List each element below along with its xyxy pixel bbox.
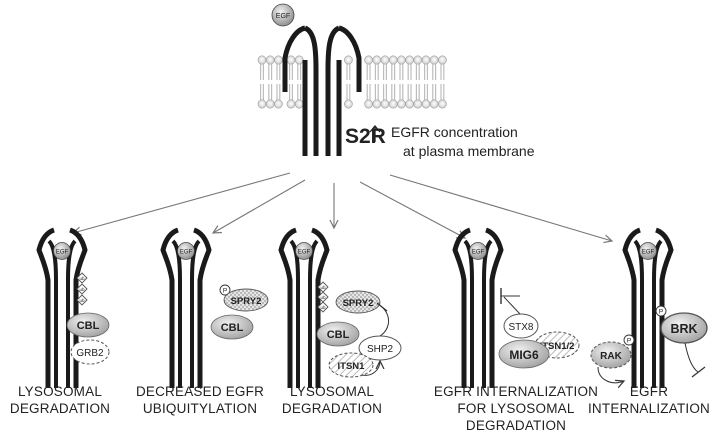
phospholipid bbox=[286, 55, 296, 109]
arrow-up-symbol bbox=[369, 124, 381, 142]
effect-line-1: EGFR concentration bbox=[391, 124, 518, 140]
phospholipid bbox=[294, 55, 304, 109]
caption-panel-2: DECREASED EGFR UBIQUITYLATION bbox=[124, 383, 276, 417]
egf-ligand: EGF bbox=[53, 242, 71, 260]
grb2-protein: GRB2 bbox=[70, 339, 110, 365]
phospholipid bbox=[421, 55, 431, 109]
panel-lysosomal-degradation-2: EGF ub ub ub SPRY2 CBL SHP2 ITSN1 bbox=[281, 230, 402, 388]
svg-text:ub: ub bbox=[79, 298, 85, 303]
caption-line: EGFR bbox=[629, 384, 669, 399]
svg-text:ub: ub bbox=[320, 285, 326, 290]
inhibition-bar bbox=[500, 288, 521, 315]
caption-panel-3: LYSOSOMAL DEGRADATION bbox=[273, 383, 391, 417]
fan-arrows bbox=[73, 172, 612, 241]
svg-text:CBL: CBL bbox=[221, 322, 244, 334]
caption-line: LYSOSOMAL bbox=[17, 384, 103, 399]
phospholipid bbox=[364, 55, 374, 109]
phospholipid bbox=[372, 55, 382, 109]
caption-line: DECREASED EGFR bbox=[135, 384, 265, 399]
top-egf-ligand: EGF bbox=[271, 3, 295, 27]
phospholipid bbox=[265, 55, 275, 109]
svg-text:SPRY2: SPRY2 bbox=[343, 298, 374, 309]
svg-text:ub: ub bbox=[320, 305, 326, 310]
main-receptor bbox=[282, 25, 362, 156]
svg-text:EGF: EGF bbox=[180, 250, 193, 256]
svg-text:CBL: CBL bbox=[77, 320, 100, 332]
svg-text:ub: ub bbox=[79, 276, 85, 281]
phospholipid bbox=[273, 55, 283, 109]
svg-text:CBL: CBL bbox=[327, 329, 350, 341]
itsn1-protein: ITSN1 bbox=[328, 352, 374, 378]
caption-panel-5: EGFR INTERNALIZATION bbox=[585, 383, 713, 417]
s2r-label: S2R bbox=[345, 125, 386, 148]
svg-text:P: P bbox=[223, 288, 227, 295]
phospholipid bbox=[429, 55, 439, 109]
svg-text:RAK: RAK bbox=[600, 351, 622, 362]
svg-text:P: P bbox=[659, 309, 663, 316]
caption-line: INTERNALIZATION bbox=[587, 401, 710, 416]
rak-arrow bbox=[597, 366, 624, 383]
phospholipid bbox=[405, 55, 415, 109]
panel-lysosomal-degradation-1: EGF ub ub ub CBL GRB2 bbox=[39, 230, 110, 388]
phospho-badge: P bbox=[623, 334, 635, 346]
ubiquitin-chain: ub ub ub bbox=[317, 281, 329, 313]
caption-line: LYSOSOMAL bbox=[289, 384, 375, 399]
brk-protein: BRK bbox=[660, 312, 708, 344]
svg-text:STX8: STX8 bbox=[508, 322, 533, 333]
svg-text:ITSN1/2: ITSN1/2 bbox=[540, 341, 575, 352]
phospholipid bbox=[380, 55, 390, 109]
svg-text:P: P bbox=[627, 338, 631, 345]
panel-decreased-ubiquitylation: EGF P SPRY2 CBL bbox=[163, 230, 269, 388]
caption-line: DEGRADATION bbox=[465, 418, 567, 433]
caption-line: DEGRADATION bbox=[281, 401, 383, 416]
spry2-protein: SPRY2 bbox=[223, 288, 269, 312]
svg-text:ub: ub bbox=[320, 295, 326, 300]
svg-text:ub: ub bbox=[79, 287, 85, 292]
stx8-protein: STX8 bbox=[503, 313, 539, 339]
phospholipid bbox=[257, 55, 267, 109]
svg-text:BRK: BRK bbox=[670, 322, 697, 336]
phospholipid bbox=[413, 55, 423, 109]
panel-egfr-internalization: EGF P BRK P RAK bbox=[590, 230, 708, 388]
brk-inhibition bbox=[684, 342, 706, 378]
cbl-protein: CBL bbox=[316, 321, 360, 347]
svg-text:EGF: EGF bbox=[642, 250, 655, 256]
panel-egfr-internalization-lysosomal: EGF STX8 ITSN1/2 MIG6 bbox=[455, 230, 580, 388]
caption-line: UBIQUITYLATION bbox=[142, 401, 258, 416]
svg-text:EGF: EGF bbox=[56, 250, 69, 256]
cbl-protein: CBL bbox=[66, 312, 110, 338]
rak-protein: RAK bbox=[590, 341, 632, 369]
svg-text:GRB2: GRB2 bbox=[76, 348, 104, 359]
phospho-badge: P bbox=[655, 305, 667, 317]
phospholipid bbox=[343, 55, 353, 109]
egf-ligand: EGF bbox=[639, 242, 657, 260]
ubiquitin-chain: ub ub ub bbox=[76, 272, 88, 306]
caption-line: DEGRADATION bbox=[9, 401, 111, 416]
egf-ligand: EGF bbox=[295, 242, 313, 260]
phospho-badge: P bbox=[219, 284, 231, 296]
spry2-protein: SPRY2 bbox=[335, 290, 381, 314]
egf-ligand: EGF bbox=[177, 242, 195, 260]
cbl-protein: CBL bbox=[210, 314, 254, 340]
shp2-protein: SHP2 bbox=[358, 335, 402, 361]
phospholipid bbox=[396, 55, 406, 109]
caption-panel-1: LYSOSOMAL DEGRADATION bbox=[2, 383, 118, 417]
svg-text:MIG6: MIG6 bbox=[509, 348, 539, 362]
svg-text:EGF: EGF bbox=[276, 13, 290, 20]
egf-ligand: EGF bbox=[469, 242, 487, 260]
svg-text:SHP2: SHP2 bbox=[367, 344, 394, 355]
svg-text:ITSN1: ITSN1 bbox=[338, 361, 366, 372]
caption-panel-4: EGFR INTERNALIZATION FOR LYSOSOMAL DEGRA… bbox=[428, 383, 604, 434]
phospholipid bbox=[437, 55, 447, 109]
effect-line-2: at plasma membrane bbox=[403, 143, 535, 159]
itsn1-shp2-arrow bbox=[361, 361, 380, 376]
svg-text:EGF: EGF bbox=[298, 250, 311, 256]
caption-line: FOR LYSOSOMAL bbox=[457, 401, 575, 416]
svg-text:EGF: EGF bbox=[472, 250, 485, 256]
phospholipid bbox=[388, 55, 398, 109]
svg-text:SPRY2: SPRY2 bbox=[231, 296, 262, 307]
caption-line: EGFR INTERNALIZATION bbox=[433, 384, 599, 399]
mig6-protein: MIG6 bbox=[498, 339, 550, 369]
